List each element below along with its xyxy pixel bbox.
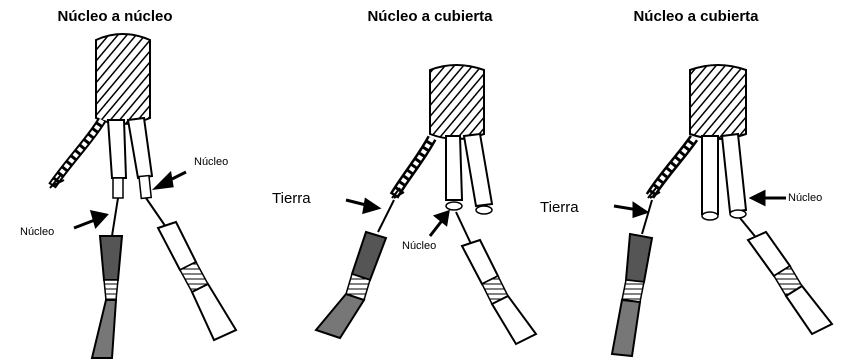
panel-title: Núcleo a cubierta [367,8,493,25]
core-left [701,135,719,215]
panel-title: Núcleo a núcleo [57,8,173,25]
arrow-core-left [73,210,109,230]
core-right [462,132,494,208]
core-left [445,135,464,201]
arrow-core-right [151,170,187,191]
core-right [720,132,748,214]
arrow-core [428,209,450,237]
label-earth: Tierra [272,190,311,207]
dark-probe [350,230,388,282]
light-probe [460,238,500,286]
cable-jacket [689,64,747,140]
arrow-earth [613,201,650,219]
dark-probe [98,235,124,281]
core-left [106,119,128,179]
panel-title: Núcleo a cubierta [633,8,759,25]
arrow-earth [345,197,382,215]
cable-illustration [610,64,834,358]
light-probe [156,220,198,272]
label-core: Núcleo [20,226,55,238]
panel-core-to-sheath-2: Núcleo a cubierta [540,0,848,364]
label-core: Núcleo [194,156,229,168]
label-earth: Tierra [540,199,579,216]
arrow-core [748,189,786,207]
cable-illustration [48,33,238,359]
panel-core-to-sheath-1: Núcleo a cubierta [272,0,560,364]
label-core: Núcleo [788,192,823,204]
core-right [126,116,154,180]
cable-illustration [314,64,538,346]
dark-probe [624,232,654,284]
label-core: Núcleo [402,240,437,252]
cable-jacket [429,64,485,140]
panel-core-to-core: Núcleo a núcleo [0,0,280,364]
cable-jacket [95,33,151,125]
